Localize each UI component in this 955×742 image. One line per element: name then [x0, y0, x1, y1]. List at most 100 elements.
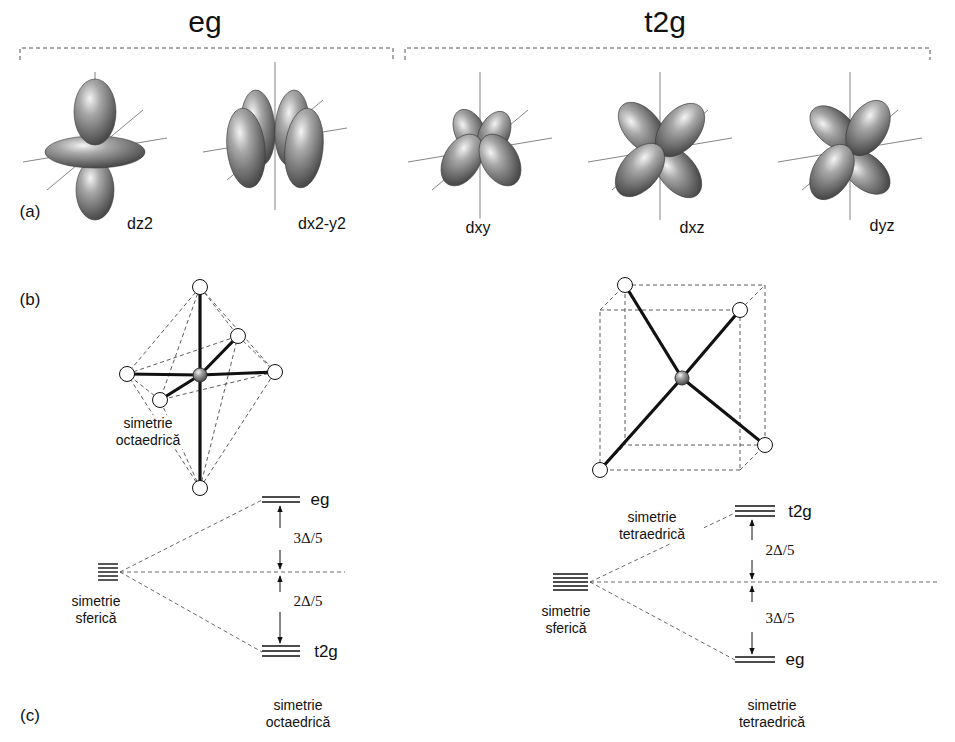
octahedron-drawing — [120, 280, 283, 496]
energy-level — [553, 585, 588, 586]
bond-line — [600, 378, 682, 470]
orbital-lobe — [801, 137, 864, 208]
energy-level — [262, 496, 300, 497]
energy-level — [262, 650, 300, 651]
octahedron-edge — [200, 336, 238, 488]
energy-level — [735, 505, 775, 506]
energy-level — [262, 645, 300, 646]
guide-line — [120, 500, 262, 572]
energy-arrow — [752, 632, 753, 654]
ligand-circle — [758, 438, 773, 453]
energy-level — [98, 571, 118, 572]
energy-arrow — [752, 586, 753, 602]
bond-line — [200, 372, 275, 375]
orbital-lobe — [606, 134, 675, 206]
energy-level — [262, 501, 300, 502]
energy-level — [553, 589, 588, 590]
orbital-lobe — [76, 160, 114, 220]
octahedron-edge — [200, 372, 275, 488]
splitting-value: 3Δ/5 — [292, 529, 325, 547]
energy-level — [553, 577, 588, 578]
energy-arrow — [280, 612, 281, 643]
energy-level — [735, 510, 775, 511]
energy-arrow — [752, 560, 753, 579]
ligand-circle — [193, 481, 208, 496]
cube-edge — [600, 470, 740, 471]
energy-level — [735, 515, 775, 516]
octahedron-edge — [127, 287, 200, 374]
octahedron-edge — [200, 287, 275, 372]
orbital-lobe — [281, 106, 327, 190]
energy-arrow — [280, 506, 281, 528]
energy-arrow — [280, 550, 281, 569]
energy-levels — [98, 497, 940, 662]
energy-level — [553, 581, 588, 582]
cube-edge — [625, 285, 626, 445]
level-label: eg — [309, 490, 332, 510]
symmetry-label: simetrie octaedrică — [101, 415, 195, 449]
symmetry-label: simetrie tetraedrică — [720, 697, 824, 731]
energy-level — [735, 661, 775, 662]
energy-level — [98, 579, 118, 580]
bond-line — [682, 378, 765, 445]
guide-line — [120, 572, 345, 573]
ligand-circle — [268, 365, 283, 380]
bracket — [20, 48, 393, 60]
ligand-circle — [193, 280, 208, 295]
group-heading: eg — [186, 4, 223, 40]
ligand-circle — [733, 303, 748, 318]
cube-edge — [740, 310, 741, 470]
cube-edge — [625, 445, 765, 446]
orbital-label: dyz — [868, 216, 897, 235]
bond-line — [127, 374, 200, 375]
bond-line — [200, 336, 238, 375]
ligand-circle — [618, 278, 633, 293]
tetrahedron-drawing — [593, 278, 773, 478]
orbital-label: dxz — [678, 218, 707, 237]
energy-level — [98, 567, 118, 568]
energy-arrow — [752, 520, 753, 540]
panel-letter: (b) — [18, 290, 43, 310]
bracket — [405, 48, 930, 60]
octahedron-edge — [200, 287, 238, 336]
bond-line — [682, 310, 740, 378]
cube-edge — [765, 285, 766, 445]
group-heading: t2g — [642, 4, 688, 40]
ligand-circle — [231, 329, 246, 344]
energy-level — [98, 563, 118, 564]
splitting-value: 2Δ/5 — [764, 541, 797, 559]
bond-line — [198, 287, 201, 375]
symmetry-label: simetrie sferică — [54, 593, 138, 627]
energy-level — [98, 575, 118, 576]
orbital-label: dx2-y2 — [296, 214, 348, 233]
splitting-value: 3Δ/5 — [764, 609, 797, 627]
ligand-circle — [120, 367, 135, 382]
energy-level — [262, 655, 300, 656]
panel-letter: (a) — [18, 202, 43, 222]
ligand-circle — [153, 393, 168, 408]
bond-line — [625, 285, 682, 378]
guide-line — [590, 582, 940, 583]
orbital-lobe — [74, 79, 116, 145]
level-label: eg — [784, 650, 807, 670]
symmetry-label: simetrie sferică — [524, 603, 608, 637]
level-label: t2g — [786, 502, 814, 522]
orbital-label: dxy — [464, 218, 493, 237]
level-label: t2g — [312, 642, 340, 662]
octahedron-edge — [160, 287, 200, 400]
bond-line — [198, 375, 201, 488]
symmetry-label: simetrie tetraedrică — [600, 509, 704, 543]
energy-arrow — [280, 576, 281, 592]
cube-edge — [625, 285, 765, 286]
guide-line — [120, 572, 262, 652]
energy-level — [553, 573, 588, 574]
splitting-value: 2Δ/5 — [292, 592, 325, 610]
metal-atom — [193, 368, 207, 382]
orbital-lobe — [470, 127, 529, 193]
guide-line — [590, 582, 735, 660]
symmetry-label: simetrie octaedrică — [246, 697, 350, 731]
cube-edge — [600, 310, 740, 311]
